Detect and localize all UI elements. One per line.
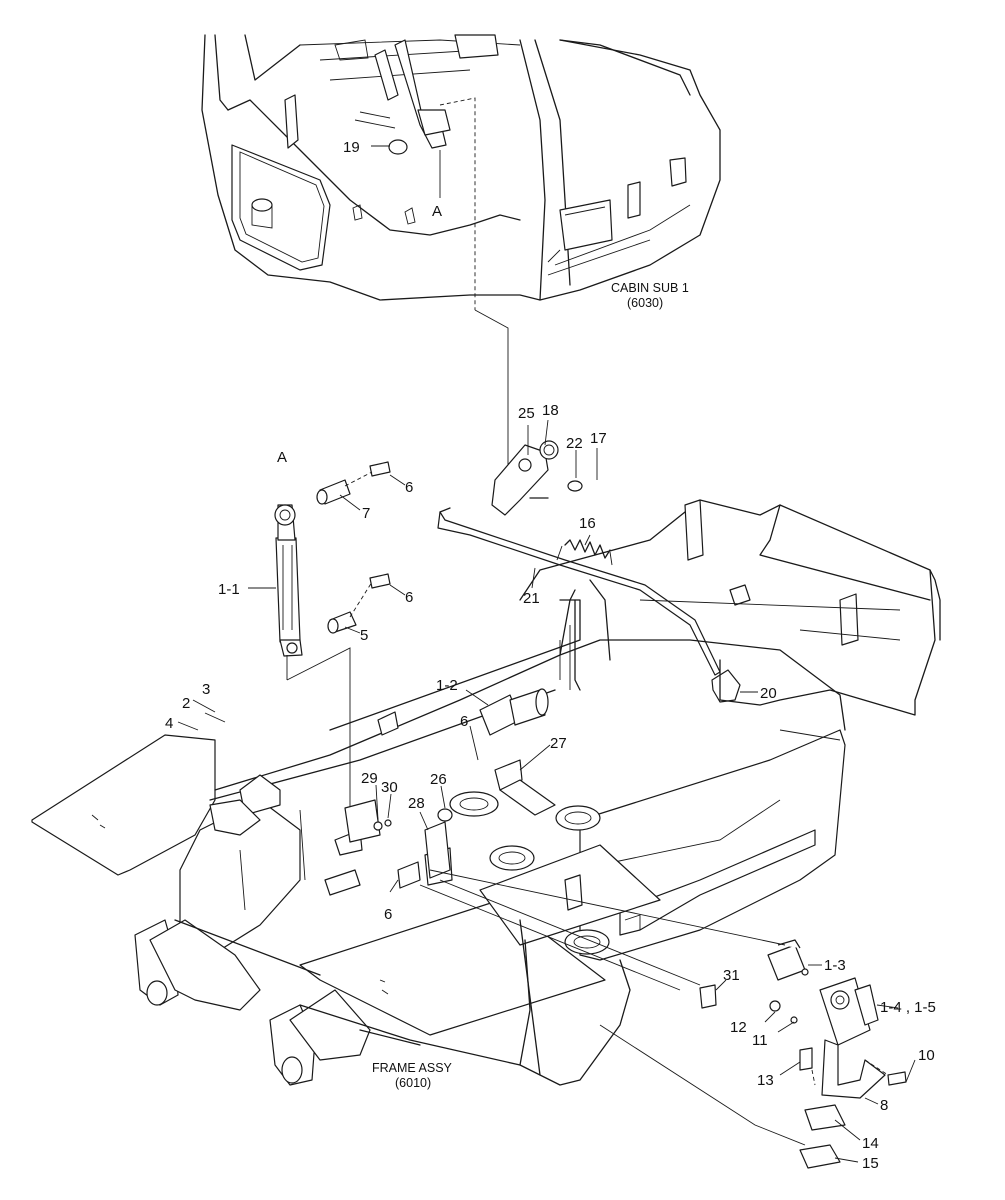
callout-21: 21	[523, 590, 540, 607]
callout-27: 27	[550, 735, 567, 752]
cabin-sub-code: (6030)	[627, 296, 663, 310]
callout-2: 2	[182, 695, 190, 712]
cylinder-1-1	[274, 461, 391, 845]
callout-7: 7	[362, 505, 370, 522]
assembly-labels: CABIN SUB 1 (6030) FRAME ASSY (6010)	[372, 281, 689, 1090]
lever-assembly	[437, 440, 741, 703]
callout-a-cylinder: A	[277, 449, 287, 466]
callout-15: 15	[862, 1155, 879, 1172]
callout-30: 30	[381, 779, 398, 796]
callout-22: 22	[566, 435, 583, 452]
callout-29: 29	[361, 770, 378, 787]
callout-6-middle: 6	[405, 589, 413, 606]
callout-8: 8	[880, 1097, 888, 1114]
callout-1-2: 1-2	[436, 677, 458, 694]
callout-3: 3	[202, 681, 210, 698]
frame-assy-code: (6010)	[395, 1076, 431, 1090]
callout-1-3: 1-3	[824, 957, 846, 974]
callout-18: 18	[542, 402, 559, 419]
cabin-sub-title: CABIN SUB 1	[611, 281, 689, 295]
callout-31: 31	[723, 967, 740, 984]
callout-11: 11	[752, 1032, 768, 1049]
callout-17: 17	[590, 430, 607, 447]
callout-20: 20	[760, 685, 777, 702]
callout-1-1: 1-1	[218, 581, 240, 598]
frame-assy-title: FRAME ASSY	[372, 1061, 453, 1075]
callout-14: 14	[862, 1135, 879, 1152]
callout-4: 4	[165, 715, 173, 732]
callout-26: 26	[430, 771, 447, 788]
callout-28: 28	[408, 795, 425, 812]
callout-10: 10	[918, 1047, 935, 1064]
right-side-parts	[419, 869, 907, 1169]
callout-25: 25	[518, 405, 535, 422]
callout-13: 13	[757, 1072, 774, 1089]
callout-5: 5	[360, 627, 368, 644]
callout-1-4-1-5: 1-4 , 1-5	[880, 999, 936, 1016]
part-callouts: 19 A A 25 18 22 17 16 21 20 6 7 1-1 6 5 …	[165, 139, 936, 1172]
callout-19: 19	[343, 139, 360, 156]
callout-6-bottom: 6	[384, 906, 392, 923]
callout-a-top: A	[432, 203, 442, 220]
callout-6-upper: 6	[405, 479, 413, 496]
callout-16: 16	[579, 515, 596, 532]
callout-6-lower: 6	[460, 713, 468, 730]
callout-12: 12	[730, 1019, 747, 1036]
leader-lines	[177, 145, 916, 1163]
cabin-sub-assembly	[201, 34, 721, 310]
main-frame	[31, 499, 941, 1086]
